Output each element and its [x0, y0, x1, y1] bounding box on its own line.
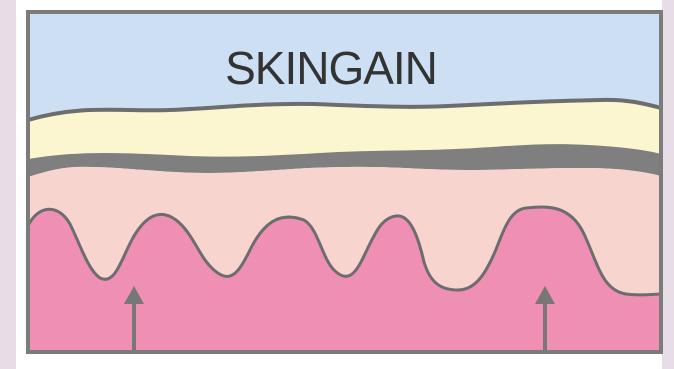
diagram-title: SKINGAIN: [225, 42, 437, 94]
